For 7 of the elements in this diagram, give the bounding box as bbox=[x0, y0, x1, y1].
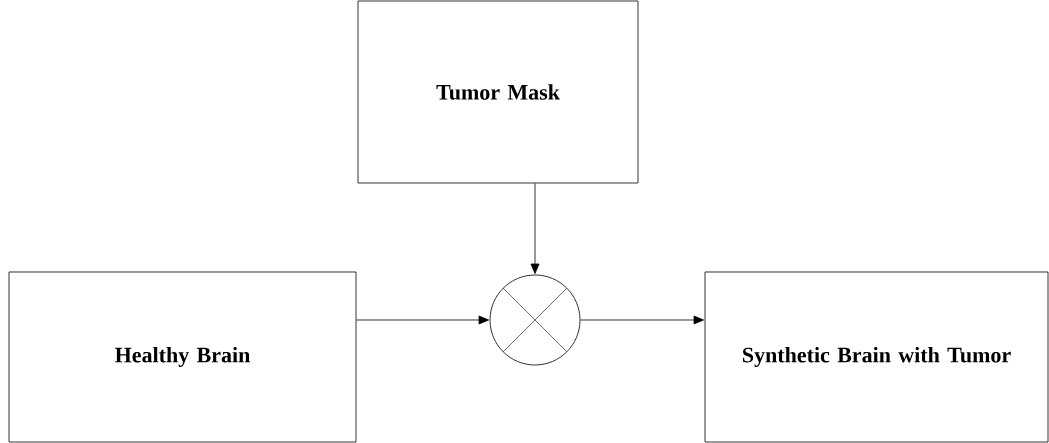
process-box: Tumor Mask bbox=[357, 0, 639, 184]
arrow bbox=[356, 315, 489, 325]
process-box: Healthy Brain bbox=[8, 271, 357, 443]
arrow bbox=[580, 315, 704, 325]
arrow bbox=[530, 183, 540, 274]
process-box: Synthetic Brain with Tumor bbox=[704, 271, 1049, 443]
multiply-circle bbox=[489, 274, 581, 366]
